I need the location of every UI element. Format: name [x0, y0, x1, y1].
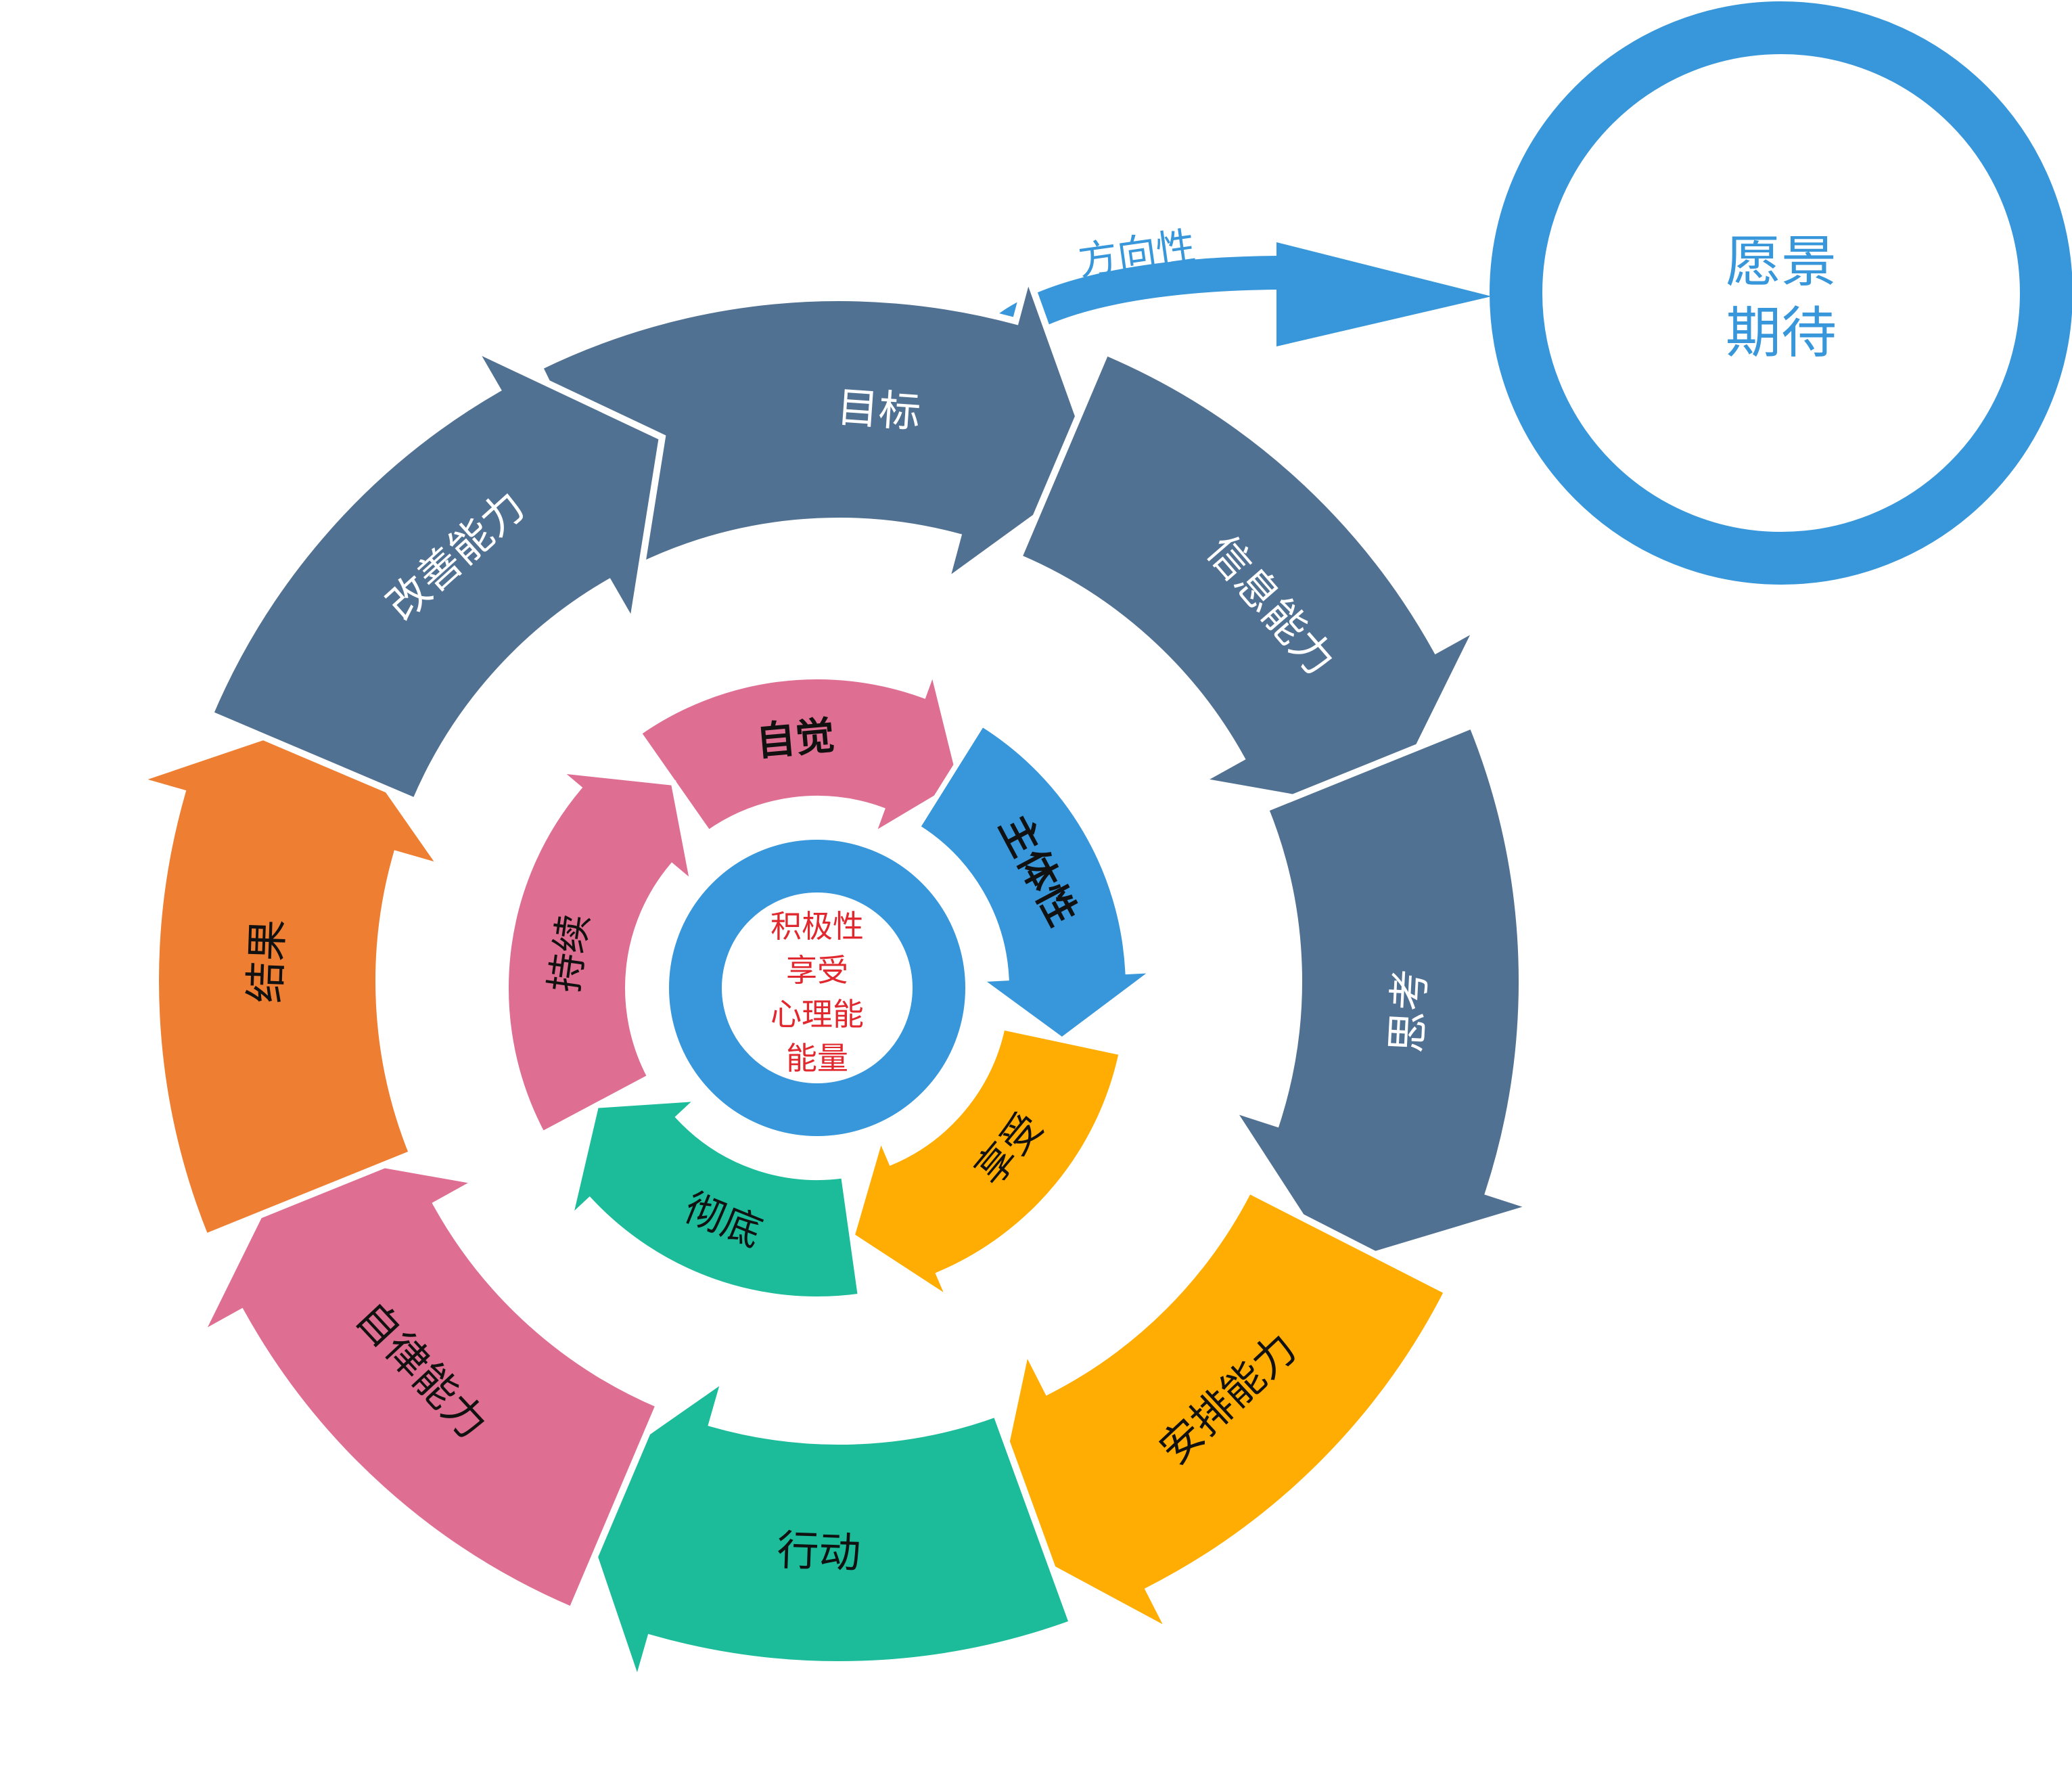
inner-arrow-label-5: 持续 — [541, 911, 597, 995]
inner-arrow-2: 主体性 — [913, 720, 1164, 1043]
outer-arrow-7: 结果 — [125, 708, 451, 1242]
inner-arrow-4: 彻底 — [565, 1095, 864, 1302]
outer-arrow-shape-5 — [566, 1370, 1077, 1695]
inner-arrow-shape-1 — [635, 660, 964, 842]
outer-arrow-label-3: 思考 — [1382, 968, 1435, 1054]
inner-arrow-shape-2 — [913, 720, 1164, 1043]
inner-arrow-label-1: 自觉 — [754, 712, 837, 765]
inner-arrow-3: 享受 — [848, 1024, 1125, 1307]
core-text-line-2: 享受 — [786, 952, 848, 989]
outer-arrow-shape-8 — [205, 340, 666, 806]
outer-arrow-label-5: 行动 — [776, 1525, 861, 1577]
inner-arrow-1: 自觉 — [635, 660, 964, 842]
outer-arrow-1: 目标 — [534, 264, 1103, 591]
outer-arrow-label-7: 结果 — [240, 918, 292, 1003]
outer-arrow-shape-7 — [125, 708, 451, 1242]
core-text-line-4: 能量 — [786, 1040, 848, 1077]
inner-arrow-shape-3 — [848, 1024, 1125, 1307]
outer-arrow-shape-3 — [1223, 721, 1545, 1271]
outer-arrow-shape-2 — [1014, 347, 1486, 818]
outer-arrow-label-1: 目标 — [835, 382, 923, 437]
outer-arrow-3: 思考 — [1223, 721, 1545, 1271]
inner-arrow-shape-5 — [503, 767, 697, 1138]
outer-arrow-6: 自律能力 — [191, 1144, 664, 1615]
outer-arrow-shape-4 — [983, 1185, 1452, 1641]
core-text-line-3: 心理能 — [770, 996, 864, 1033]
outer-arrow-2: 信息能力 — [1014, 347, 1486, 818]
outer-arrow-shape-1 — [534, 264, 1103, 591]
outer-arrow-shape-6 — [191, 1144, 664, 1615]
vision-text-line-2: 期待 — [1726, 301, 1837, 365]
core-text-line-1: 积极性 — [770, 908, 864, 945]
vision-text-line-1: 愿景 — [1726, 230, 1837, 294]
outer-arrow-5: 行动 — [566, 1370, 1077, 1695]
inner-arrow-5: 持续 — [503, 767, 697, 1138]
outer-arrow-8: 改善能力 — [205, 340, 666, 806]
core-circle — [669, 840, 965, 1136]
inner-arrow-shape-4 — [565, 1095, 864, 1302]
vision-circle — [1490, 1, 2072, 585]
outer-arrow-4: 安排能力 — [983, 1185, 1452, 1641]
